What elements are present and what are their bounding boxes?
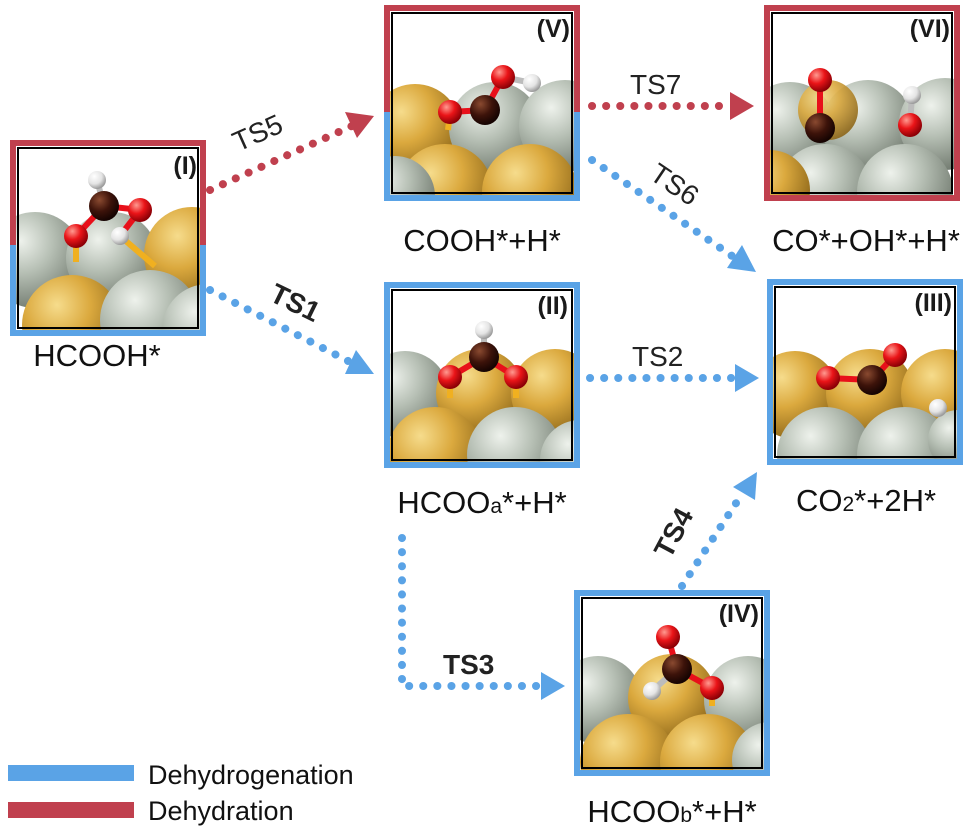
arrow-ts4	[678, 472, 757, 590]
arrowhead	[727, 245, 756, 272]
arrow-ts6	[588, 156, 756, 272]
arrow-ts5	[206, 112, 374, 194]
panel-label-v: (V)	[537, 15, 570, 43]
state-label-co2: CO2*+2H*	[796, 483, 936, 518]
arrowhead	[541, 672, 565, 700]
state-label-hcoob: HCOOb*+H*	[587, 794, 756, 829]
state-panel-vi: (VI)	[764, 5, 960, 201]
panel-label-i: (I)	[173, 152, 197, 180]
ts4-label: TS4	[648, 503, 700, 563]
legend-label-dehydration: Dehydration	[148, 796, 294, 826]
state-panel-ii: (II)	[384, 282, 580, 468]
state-panel-i: (I)	[10, 140, 206, 336]
legend-swatch-dehydrogenation	[8, 765, 134, 781]
ts3-label: TS3	[443, 649, 494, 680]
ts6-label: TS6	[645, 157, 705, 211]
state-panel-iii: (III)	[767, 279, 963, 465]
state-label-hcooa: HCOOa*+H*	[397, 485, 566, 520]
ts7-label: TS7	[630, 69, 681, 100]
state-panel-v: (V)	[384, 5, 580, 201]
arrow-ts3	[398, 534, 565, 700]
panel-label-iv: (IV)	[719, 600, 759, 628]
legend-swatch-dehydration	[8, 802, 134, 818]
ts5-label: TS5	[228, 108, 288, 157]
state-label-hcooh: HCOOH*	[33, 338, 160, 373]
panel-label-iii: (III)	[915, 289, 953, 317]
state-label-co-oh: CO*+OH*+H*	[772, 223, 960, 258]
arrowhead	[730, 92, 754, 120]
arrowhead	[345, 112, 374, 138]
legend: Dehydrogenation Dehydration	[8, 760, 354, 826]
arrowhead	[345, 350, 374, 374]
panel-label-vi: (VI)	[910, 15, 950, 43]
arrowhead	[733, 472, 757, 500]
state-panel-iv: (IV)	[574, 590, 770, 776]
arrow-ts7	[588, 92, 754, 120]
state-label-cooh: COOH*+H*	[403, 223, 561, 258]
arrow-ts1	[206, 286, 374, 374]
panel-label-ii: (II)	[537, 292, 568, 320]
legend-label-dehydrogenation: Dehydrogenation	[148, 760, 354, 790]
arrowhead	[735, 364, 759, 392]
ts2-label: TS2	[632, 341, 683, 372]
arrow-ts2	[586, 364, 759, 392]
